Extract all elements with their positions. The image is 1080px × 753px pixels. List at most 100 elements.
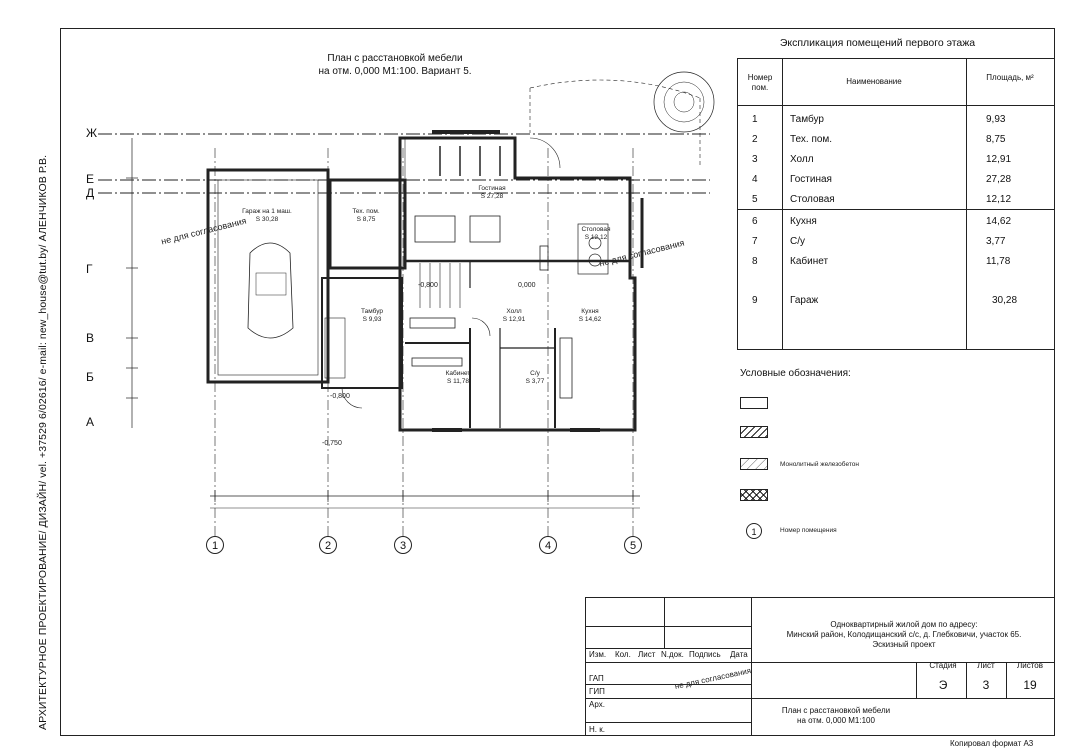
room-area: S 9,93	[362, 316, 382, 323]
room-label-office: Кабинет S 11,78	[428, 370, 488, 386]
sheet-label: Лист	[977, 661, 995, 670]
row-name: Тамбур	[790, 114, 824, 125]
legend-text-concrete: Монолитный железобетон	[780, 461, 859, 468]
axis-number-3: 3	[394, 536, 412, 554]
row-num: 6	[752, 216, 758, 227]
row-area: 12,12	[986, 194, 1012, 205]
room-area: S 11,78	[447, 378, 469, 385]
floor-plan-drawing	[98, 71, 715, 538]
row-area: 9,93	[986, 114, 1006, 125]
room-label-garage: Гараж на 1 маш. S 30,28	[232, 208, 302, 224]
row-num: 2	[752, 134, 758, 145]
sheet-title: План с расстановкой мебели на отм. 0,000…	[756, 706, 916, 726]
not-for-approval-stamp: не для согласования	[673, 666, 752, 691]
header-name: Наименование	[846, 77, 902, 86]
room-label-bathroom: С/у S 3,77	[512, 370, 558, 386]
col-header: N.док.	[661, 650, 684, 659]
legend-text-room-number: Номер помещения	[780, 527, 837, 534]
row-num: 7	[752, 236, 758, 247]
role-gap: ГАП	[589, 674, 604, 683]
row-num: 8	[752, 256, 758, 267]
legend-swatch-brick	[740, 426, 768, 438]
sheets-value: 19	[1023, 678, 1037, 692]
axis-number-5: 5	[624, 536, 642, 554]
level-mark: -0,800	[418, 282, 438, 289]
legend-room-number-circle: 1	[746, 523, 762, 539]
room-label-vestibule: Тамбур S 9,93	[342, 308, 402, 324]
row-num: 9	[752, 295, 758, 306]
explication-table: Номер пом. Наименование Площадь, м² 1 Та…	[737, 58, 1055, 350]
axis-letter-d: Д	[86, 186, 95, 200]
room-label-tech: Тех. пом. S 8,75	[336, 208, 396, 224]
room-area: S 30,28	[255, 216, 279, 223]
header-num: Номер пом.	[747, 73, 773, 92]
room-area: S 3,77	[525, 378, 545, 385]
format-label: Копировал формат А3	[950, 739, 1034, 748]
sheets-label: Листов	[1017, 661, 1043, 670]
stage-label: Стадия	[929, 661, 957, 670]
level-mark: 0,000	[518, 282, 536, 289]
col-header: Подпись	[689, 650, 721, 659]
row-area: 11,78	[986, 256, 1011, 267]
room-area: S 8,75	[356, 216, 376, 223]
role-arch: Арх.	[589, 700, 605, 709]
row-num: 1	[752, 114, 758, 125]
axis-letter-e: Е	[86, 172, 95, 186]
row-area: 30,28	[992, 295, 1018, 306]
legend-swatch-concrete	[740, 458, 768, 470]
room-name: Кухня	[581, 308, 599, 315]
side-caption: АРХИТЕКТУРНОЕ ПРОЕКТИРОВАНИЕ/ ДИЗАЙН/ ve…	[37, 154, 49, 730]
room-name: Тамбур	[360, 308, 384, 315]
project-line2: Минский район, Колодищанский с/с, д. Гле…	[786, 630, 1022, 639]
axis-letter-zh: Ж	[86, 126, 98, 140]
room-area: S 14,62	[578, 316, 602, 323]
row-name: Кабинет	[790, 256, 829, 267]
room-name: Холл	[506, 308, 522, 315]
title-block: Одноквартирный жилой дом по адресу: Минс…	[585, 597, 1055, 736]
room-name: Гостиная	[478, 185, 506, 192]
sheet-title-line2: на отм. 0,000 М1:100	[797, 716, 875, 725]
axis-number-4: 4	[539, 536, 557, 554]
row-area: 12,91	[986, 154, 1012, 165]
row-area: 14,62	[986, 216, 1012, 227]
room-name: С/у	[530, 370, 540, 377]
row-area: 8,75	[986, 134, 1006, 145]
sheet-frame	[60, 28, 1055, 736]
row-num: 3	[752, 154, 758, 165]
room-label-dining: Столовая S 12,12	[566, 226, 626, 242]
row-name: Гостиная	[790, 174, 832, 185]
sheet-value: 3	[982, 678, 990, 692]
stage-value: Э	[938, 678, 948, 692]
project-title: Одноквартирный жилой дом по адресу: Минс…	[756, 620, 1052, 650]
row-num: 5	[752, 194, 758, 205]
row-name: С/у	[790, 236, 805, 247]
room-name: Кабинет	[445, 370, 471, 377]
row-area: 3,77	[986, 236, 1006, 247]
row-num: 4	[752, 174, 758, 185]
plan-title-line2: на отм. 0,000 М1:100. Вариант 5.	[318, 66, 472, 77]
row-name: Столовая	[790, 194, 835, 205]
plan-title-line1: План с расстановкой мебели	[327, 53, 463, 64]
project-line1: Одноквартирный жилой дом по адресу:	[830, 620, 978, 629]
plan-title: План с расстановкой мебели на отм. 0,000…	[300, 52, 490, 78]
explication-title: Экспликация помещений первого этажа	[779, 37, 976, 49]
level-mark: -0,800	[330, 393, 350, 400]
room-area: S 27,28	[480, 193, 504, 200]
row-area: 27,28	[986, 174, 1012, 185]
room-area: S 12,12	[584, 234, 608, 241]
col-header: Дата	[730, 650, 748, 659]
legend-title: Условные обозначения:	[740, 368, 851, 379]
axis-letter-g: Г	[86, 262, 93, 276]
role-gip: ГИП	[589, 687, 605, 696]
level-mark: -0,750	[322, 440, 342, 447]
role-nk: Н. к.	[589, 725, 605, 734]
row-name: Тех. пом.	[790, 134, 833, 145]
room-name: Столовая	[581, 226, 611, 233]
axis-number-2: 2	[319, 536, 337, 554]
room-label-living: Гостиная S 27,28	[462, 185, 522, 201]
room-area: S 12,91	[502, 316, 526, 323]
room-label-kitchen: Кухня S 14,62	[560, 308, 620, 324]
col-header: Кол.	[615, 650, 631, 659]
header-area: Площадь, м²	[986, 73, 1034, 82]
col-header: Изм.	[589, 650, 607, 659]
